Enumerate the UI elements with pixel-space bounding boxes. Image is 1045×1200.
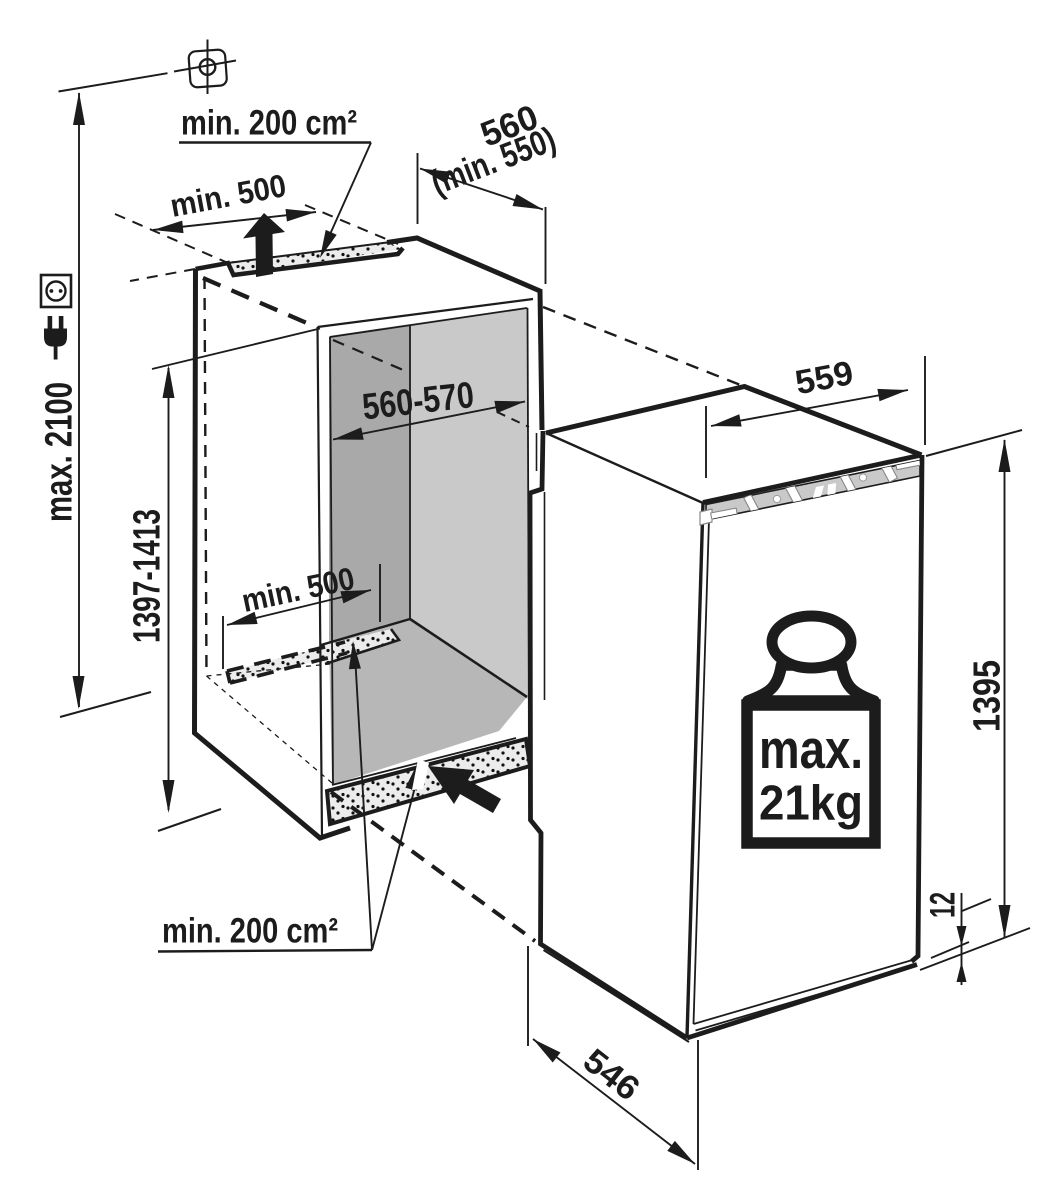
svg-text:min. 200 cm²: min. 200 cm² bbox=[181, 104, 357, 143]
svg-text:max. 2100: max. 2100 bbox=[39, 382, 81, 522]
svg-text:1397-1413: 1397-1413 bbox=[127, 509, 169, 643]
svg-text:min. 200 cm²: min. 200 cm² bbox=[162, 912, 338, 951]
svg-text:max.: max. bbox=[759, 718, 863, 780]
svg-text:1395: 1395 bbox=[967, 660, 1009, 732]
svg-text:21kg: 21kg bbox=[759, 777, 863, 831]
svg-text:12: 12 bbox=[924, 892, 963, 918]
